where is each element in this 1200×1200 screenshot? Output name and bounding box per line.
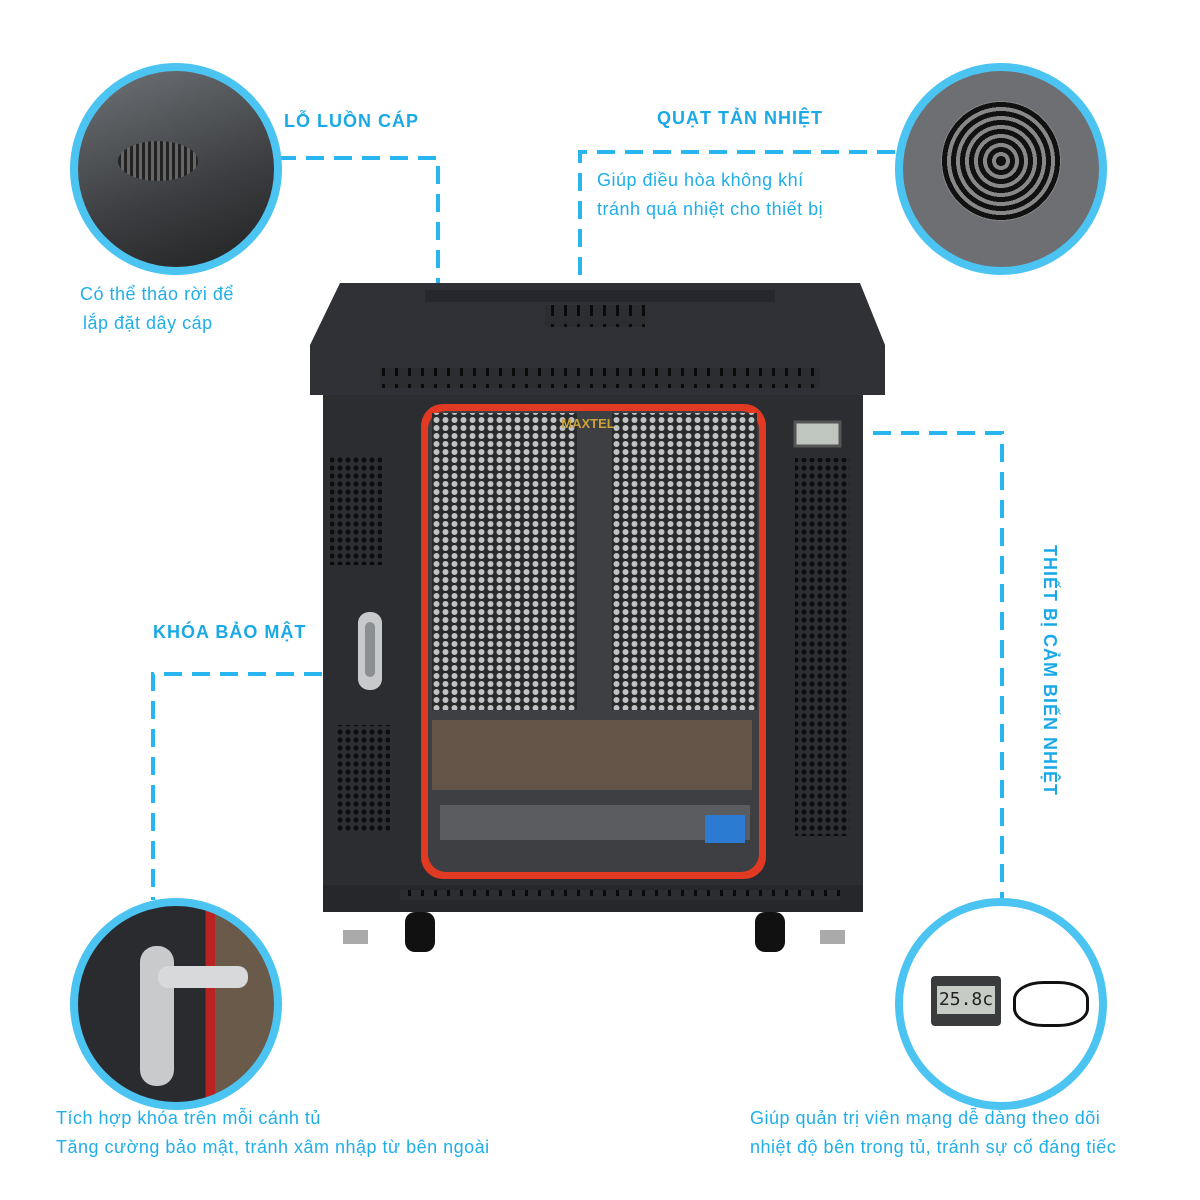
desc-line: Tích hợp khóa trên mỗi cánh tủ [56,1108,321,1128]
feature-desc-temp-sensor: Giúp quản trị viên mạng dễ dàng theo dõi… [750,1104,1116,1162]
fan-icon [941,101,1061,221]
cable-hole-detail-image [70,63,282,275]
thermometer-icon: 25.8c [931,976,1001,1026]
desc-line: nhiệt độ bên trong tủ, tránh sự cố đáng … [750,1137,1117,1157]
feature-desc-lock: Tích hợp khóa trên mỗi cánh tủ Tăng cườn… [56,1104,490,1162]
feature-desc-cable-hole: Có thể tháo rời để lắp đặt dây cáp [80,280,234,338]
desc-line: Giúp quản trị viên mạng dễ dàng theo dõi [750,1108,1101,1128]
brand-logo: MAXTEL [561,416,615,431]
desc-line: Tăng cường bảo mật, tránh xâm nhập từ bê… [56,1137,490,1157]
desc-line: tránh quá nhiệt cho thiết bị [597,199,824,219]
fan-detail-image [895,63,1107,275]
feature-desc-fan: Giúp điều hòa không khí tránh quá nhiệt … [597,166,823,224]
thermometer-detail-image: 25.8c [895,898,1107,1110]
connector-lines [151,150,1004,900]
desc-line: Có thể tháo rời để [80,284,234,304]
feature-title-cable-hole: LỖ LUỒN CÁP [284,111,419,131]
cable-hole-icon [118,141,198,181]
feature-title-fan: QUẠT TẢN NHIỆT [657,108,823,128]
desc-line: Giúp điều hòa không khí [597,170,804,190]
cabinet-top [310,283,885,395]
thermometer-reading: 25.8c [937,986,995,1014]
feature-title-temp-sensor: THIẾT BỊ CẢM BIẾN NHIỆT [1040,545,1060,796]
temp-display [793,420,842,448]
lock-detail-image [70,898,282,1110]
desc-line: lắp đặt dây cáp [83,313,213,333]
feature-title-lock: KHÓA BẢO MẬT [153,622,307,642]
